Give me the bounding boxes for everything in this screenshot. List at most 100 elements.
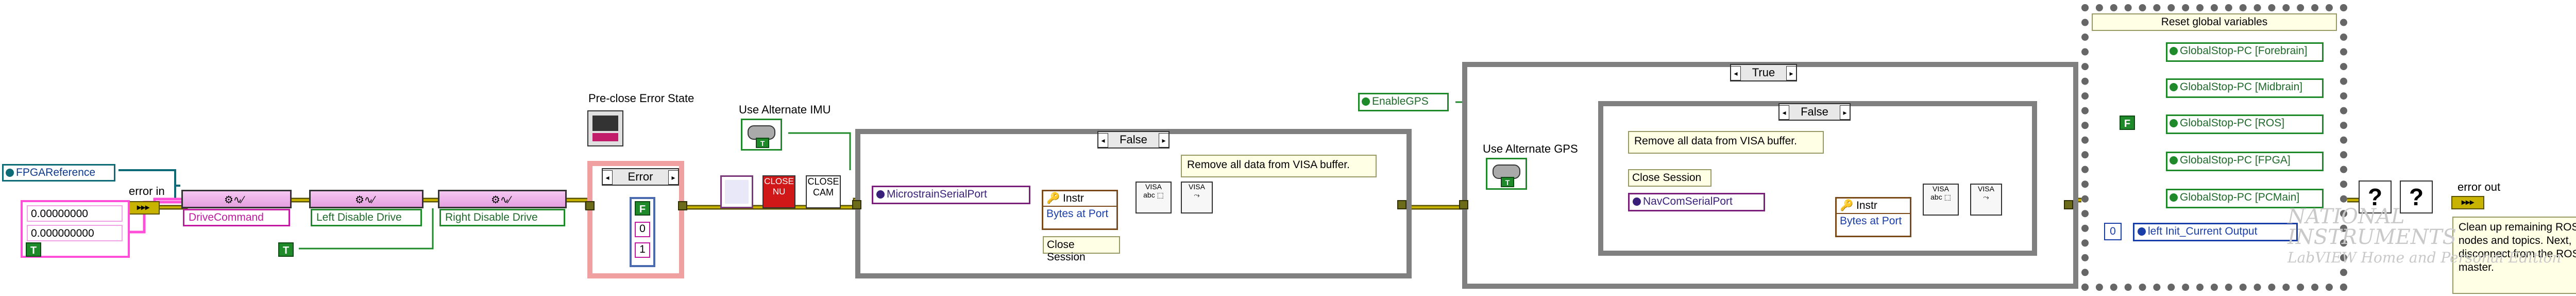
gps-inner-case-right-arrow[interactable]: ▸ bbox=[1840, 105, 1850, 120]
numeric-constant-2[interactable]: 0.000000000 bbox=[27, 225, 123, 241]
instr-key-icon: 🔑 bbox=[1046, 192, 1060, 204]
bool-true-constant-2[interactable]: T bbox=[278, 242, 294, 257]
gps-inner-case-left-arrow[interactable]: ◂ bbox=[1779, 105, 1789, 120]
const-one[interactable]: 1 bbox=[635, 242, 650, 258]
imu-case-selector[interactable]: ◂ False ▸ bbox=[1097, 131, 1170, 149]
instr-node-2[interactable]: 🔑 Instr Bytes at Port bbox=[1835, 197, 1911, 237]
use-alt-imu-label: Use Alternate IMU bbox=[739, 103, 831, 116]
imu-tf-terminal: T bbox=[756, 138, 769, 148]
alt-imu-switch-icon[interactable]: T bbox=[741, 119, 782, 151]
globalstop-midbrain[interactable]: GlobalStop-PC [Midbrain] bbox=[2166, 78, 2324, 98]
microstrain-port-node[interactable]: MicrostrainSerialPort bbox=[872, 186, 1030, 204]
drive-command-node[interactable]: ⚙∿∕ DriveCommand bbox=[181, 190, 292, 226]
globalstop-forebrain[interactable]: GlobalStop-PC [Forebrain] bbox=[2166, 42, 2324, 62]
imu-tunnel-left bbox=[852, 200, 861, 209]
gs-forebrain-label: GlobalStop-PC [Forebrain] bbox=[2180, 45, 2308, 57]
error-case-selector[interactable]: ◂ Error ▸ bbox=[602, 168, 679, 186]
gps-inner-case-selector[interactable]: ◂ False ▸ bbox=[1778, 103, 1851, 121]
bool-true-constant[interactable]: T bbox=[26, 242, 41, 257]
use-alt-gps-label: Use Alternate GPS bbox=[1483, 142, 1578, 155]
imu-case-left-arrow[interactable]: ◂ bbox=[1098, 133, 1108, 147]
right-disable-label: Right Disable Drive bbox=[439, 209, 565, 226]
instr-node-1[interactable]: 🔑 Instr Bytes at Port bbox=[1042, 190, 1118, 230]
error-out-label: error out bbox=[2458, 180, 2501, 193]
reset-globals-frame: Reset global variables GlobalStop-PC [Fo… bbox=[2081, 4, 2347, 291]
left-init-node[interactable]: left Init_Current Output bbox=[2133, 223, 2298, 241]
global-stop-icon-2 bbox=[2170, 83, 2178, 92]
case-tunnel-right bbox=[678, 201, 687, 210]
imu-tunnel-right bbox=[1397, 200, 1406, 209]
close-session-label-2: Close Session bbox=[1628, 169, 1711, 187]
remove-visa-comment-2: Remove all data from VISA buffer. bbox=[1628, 131, 1824, 154]
instr-key-icon-2: 🔑 bbox=[1840, 200, 1854, 211]
left-disable-node[interactable]: ⚙∿∕ Left Disable Drive bbox=[309, 190, 423, 226]
error-out-terminal[interactable]: ▸▸▸ bbox=[2451, 196, 2484, 209]
instr-label-2: Instr bbox=[1856, 200, 1877, 211]
watermark-line1: NATIONAL bbox=[2287, 205, 2405, 228]
imu-case-structure: ◂ False ▸ MicrostrainSerialPort 🔑 Instr … bbox=[852, 129, 1412, 278]
index-zero-constant[interactable]: 0 bbox=[2104, 223, 2122, 240]
globalstop-ros[interactable]: GlobalStop-PC [ROS] bbox=[2166, 114, 2324, 134]
gps-case-structure: ◂ True ▸ Use Alternate GPS T ◂ False ▸ R… bbox=[1459, 62, 2078, 289]
gps-tunnel-right bbox=[2064, 200, 2073, 209]
numeric-constants-cluster: 0.00000000 0.000000000 T bbox=[21, 200, 130, 258]
microstrain-icon bbox=[876, 190, 885, 199]
error-in-label: error in bbox=[129, 185, 165, 198]
refnum-wire bbox=[118, 169, 180, 200]
enable-gps-node[interactable]: EnableGPS bbox=[1358, 93, 1449, 111]
right-disable-node[interactable]: ⚙∿∕ Right Disable Drive bbox=[438, 190, 567, 226]
gps-case-selector[interactable]: ◂ True ▸ bbox=[1730, 64, 1797, 81]
close-cam-label: CLOSE CAM bbox=[807, 176, 839, 198]
gps-case-right-arrow[interactable]: ▸ bbox=[1786, 66, 1797, 80]
error-in-terminal[interactable]: ▸▸▸ bbox=[127, 201, 160, 215]
left-disable-label: Left Disable Drive bbox=[311, 209, 422, 226]
visa-flush-icon[interactable]: VISA⤳ bbox=[1181, 182, 1213, 213]
imu-case-right-arrow[interactable]: ▸ bbox=[1159, 133, 1169, 147]
alt-gps-switch-icon[interactable]: T bbox=[1486, 158, 1527, 190]
global-stop-icon-4 bbox=[2170, 156, 2178, 165]
ros-cleanup-text: Clean up remaining ROS nodes and topics.… bbox=[2459, 221, 2576, 273]
enable-gps-label: EnableGPS bbox=[1372, 95, 1429, 107]
globalstop-fpga[interactable]: GlobalStop-PC [FPGA] bbox=[2166, 152, 2324, 171]
left-disable-icon: ⚙∿∕ bbox=[355, 194, 375, 206]
close-nu-icon[interactable]: CLOSE NU bbox=[762, 175, 795, 208]
case-left-arrow[interactable]: ◂ bbox=[602, 170, 613, 185]
left-init-icon bbox=[2138, 227, 2146, 236]
instr-label-1: Instr bbox=[1063, 192, 1084, 204]
gps-false-label: False bbox=[1801, 105, 1828, 118]
right-disable-icon: ⚙∿∕ bbox=[491, 194, 511, 206]
question-icon-1[interactable]: ? bbox=[2359, 180, 2392, 213]
case-right-arrow[interactable]: ▸ bbox=[668, 170, 679, 185]
bool-f-constant-inner[interactable]: F bbox=[635, 201, 650, 216]
refnum-close-icon[interactable] bbox=[720, 175, 753, 208]
error-state-icon[interactable] bbox=[587, 110, 623, 146]
gps-inner-case-structure: ◂ False ▸ Remove all data from VISA buff… bbox=[1598, 101, 2037, 256]
global-stop-icon-3 bbox=[2170, 119, 2178, 128]
numeric-constant-1[interactable]: 0.00000000 bbox=[27, 205, 123, 222]
navcom-port-node[interactable]: NavComSerialPort bbox=[1628, 193, 1765, 211]
globalstop-pcmain[interactable]: GlobalStop-PC [PCMain] bbox=[2166, 189, 2324, 208]
pre-close-error-label: Pre-close Error State bbox=[588, 92, 694, 105]
bool-false-global[interactable]: F bbox=[2120, 116, 2135, 130]
ros-cleanup-comment: Clean up remaining ROS nodes and topics.… bbox=[2452, 217, 2576, 294]
gs-ros-label: GlobalStop-PC [ROS] bbox=[2180, 117, 2285, 129]
enable-gps-icon bbox=[1362, 97, 1370, 106]
fpga-reference-label: FPGAReference bbox=[16, 167, 96, 178]
gs-fpga-label: GlobalStop-PC [FPGA] bbox=[2180, 154, 2291, 166]
question-icon-2[interactable]: ? bbox=[2400, 180, 2433, 213]
navcom-label: NavComSerialPort bbox=[1643, 195, 1733, 207]
watermark-line2: INSTRUMENTS bbox=[2287, 225, 2456, 249]
global-stop-icon-5 bbox=[2170, 193, 2178, 202]
visa-flush-icon-2[interactable]: VISA⤳ bbox=[1970, 184, 2002, 216]
gps-true-label: True bbox=[1752, 66, 1775, 79]
imu-false-label: False bbox=[1120, 133, 1147, 146]
fpga-reference-node[interactable]: FPGAReference bbox=[2, 164, 115, 182]
gps-case-left-arrow[interactable]: ◂ bbox=[1731, 66, 1741, 80]
fpga-ref-icon bbox=[6, 169, 14, 177]
gps-tf-terminal: T bbox=[1501, 177, 1514, 187]
close-cam-icon[interactable]: CLOSE CAM bbox=[806, 175, 841, 208]
const-zero[interactable]: 0 bbox=[635, 222, 650, 237]
error-case-structure: ◂ Error ▸ F 0 1 bbox=[585, 161, 687, 278]
